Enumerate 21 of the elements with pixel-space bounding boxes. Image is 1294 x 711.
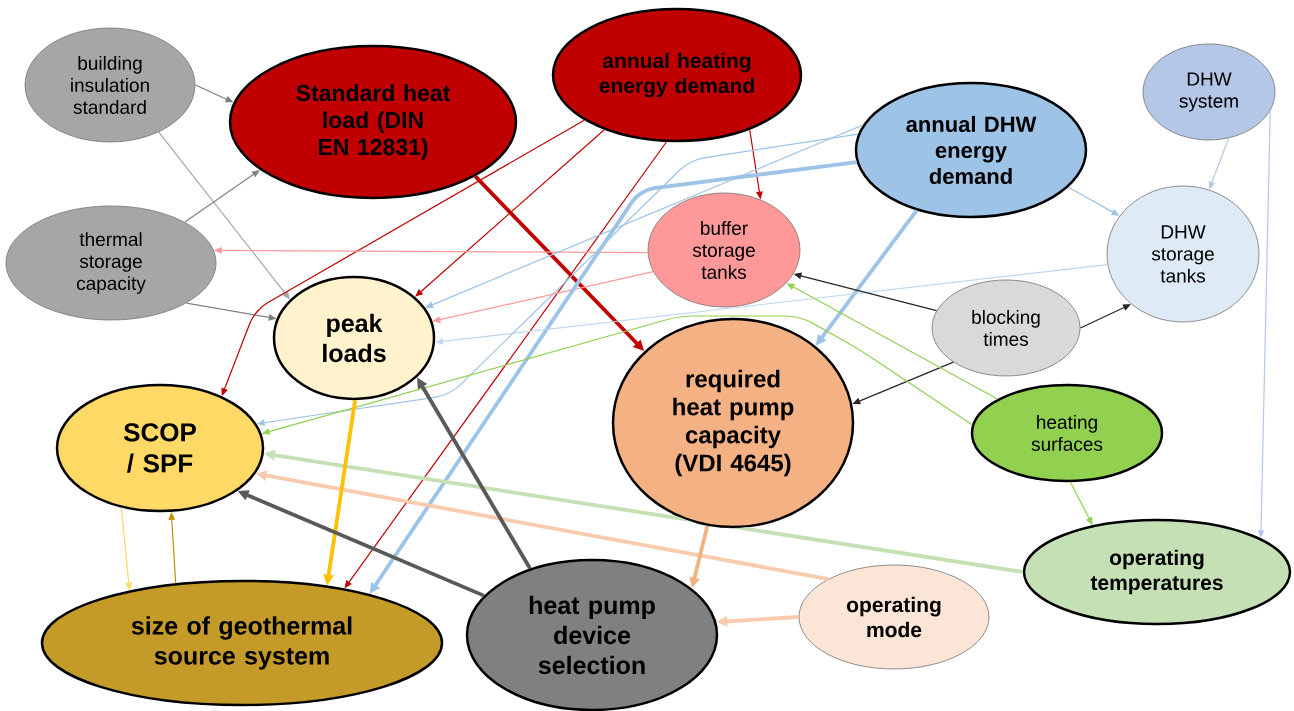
ellipse-node: operating mode	[798, 564, 990, 670]
arrow	[415, 129, 605, 297]
ellipse-node: SCOP / SPF	[55, 383, 265, 513]
ellipse-node: thermal storage capacity	[5, 205, 217, 321]
ellipse-node: heating surfaces	[970, 383, 1164, 483]
ellipse-node: size of geothermal source system	[40, 579, 444, 707]
ellipse-node: building insulation standard	[24, 27, 196, 143]
ellipse-node: Standard heat load (DIN EN 12831)	[228, 44, 518, 200]
ellipse-node: heat pump device selection	[465, 558, 719, 711]
ellipse-node: DHW storage tanks	[1106, 185, 1260, 323]
arrow	[1079, 304, 1131, 329]
ellipse-node: DHW system	[1142, 43, 1276, 141]
ellipse-node: buffer storage tanks	[647, 192, 801, 308]
ellipse-node: blocking times	[931, 279, 1081, 377]
ellipse-node: peak loads	[272, 275, 436, 401]
ellipse-node: operating temperatures	[1022, 518, 1292, 626]
ellipse-node: annual DHW energy demand	[854, 81, 1088, 219]
ellipse-node: annual heating energy demand	[551, 7, 803, 143]
ellipse-node: required heat pump capacity (VDI 4645)	[611, 317, 855, 529]
arrow	[425, 124, 864, 308]
arrow	[184, 170, 260, 223]
